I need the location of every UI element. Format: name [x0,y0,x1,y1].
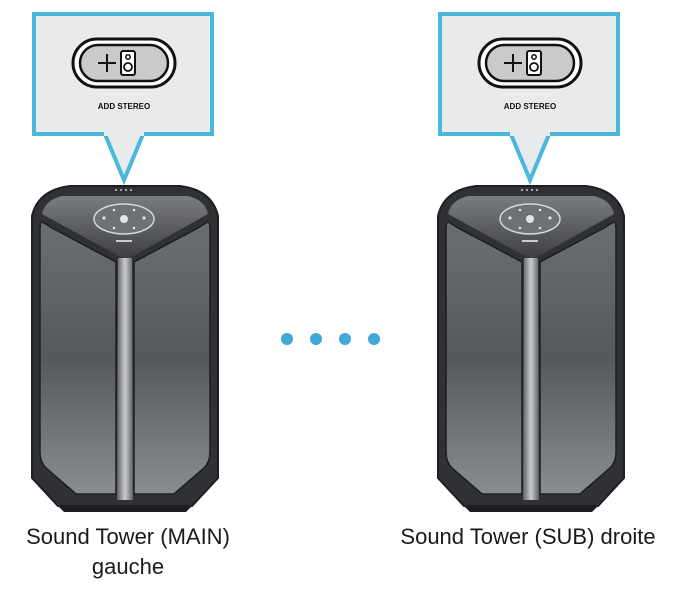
connection-dots [281,333,380,345]
add-stereo-button[interactable] [477,37,583,89]
callout-pointer [508,131,552,186]
top-led-indicators [115,189,132,191]
speaker-body-sub [437,185,625,512]
connection-dot [310,333,322,345]
add-stereo-caption: ADD STEREO [504,102,556,111]
speaker-icon [120,50,136,76]
speaker-sub-label: Sound Tower (SUB) droite [372,522,684,552]
control-panel [93,203,155,242]
callout-main: ADD STEREO [32,12,214,186]
add-stereo-button[interactable] [71,37,177,89]
callout-sub: ADD STEREO [438,12,620,186]
speaker-sub-name: Sound Tower (SUB) droite [400,524,656,549]
speaker-sub: ADD STEREO [437,12,625,512]
speaker-body-main [31,185,219,512]
connection-dot [368,333,380,345]
connection-dot [281,333,293,345]
add-stereo-caption: ADD STEREO [98,102,150,111]
speaker-main: ADD STEREO [31,12,219,512]
control-panel [499,203,561,242]
callout-pointer [102,131,146,186]
top-led-indicators [521,189,538,191]
connection-dot [339,333,351,345]
speaker-main-name: Sound Tower (MAIN) [26,524,230,549]
plus-icon [98,54,116,72]
speaker-main-label: Sound Tower (MAIN) gauche [0,522,256,582]
speaker-main-position: gauche [91,554,165,579]
speaker-icon [526,50,542,76]
plus-icon [504,54,522,72]
